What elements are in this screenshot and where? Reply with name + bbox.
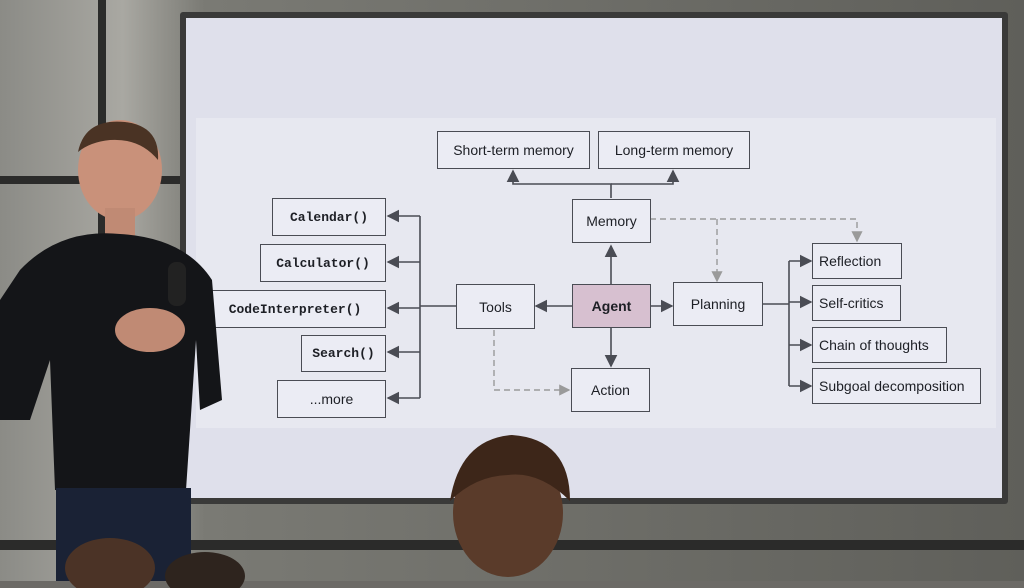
node-more: ...more xyxy=(277,380,386,418)
edge-dashed-memory-reflection xyxy=(650,218,863,243)
node-calendar: Calendar() xyxy=(272,198,386,236)
presenter-figure xyxy=(0,120,222,581)
node-calculator: Calculator() xyxy=(260,244,386,282)
node-chain-of-thoughts: Chain of thoughts xyxy=(812,327,947,363)
node-long-term-memory: Long-term memory xyxy=(598,131,750,169)
node-self-critics: Self-critics xyxy=(812,285,901,321)
node-reflection: Reflection xyxy=(812,243,902,279)
node-search: Search() xyxy=(301,335,386,372)
node-tools: Tools xyxy=(456,284,535,329)
node-memory: Memory xyxy=(572,199,651,243)
edge-memory-split xyxy=(506,169,612,198)
edge-dashed-tools-action xyxy=(493,330,571,396)
audience-head xyxy=(450,435,570,577)
audience-heads-left xyxy=(65,538,245,588)
node-code-interpreter: CodeInterpreter() xyxy=(204,290,386,328)
node-short-term-memory: Short-term memory xyxy=(437,131,590,169)
node-action: Action xyxy=(571,368,650,412)
node-subgoal-decomposition: Subgoal decomposition xyxy=(812,368,981,404)
edge-memory-long xyxy=(611,169,680,185)
node-agent: Agent xyxy=(572,284,651,328)
node-planning: Planning xyxy=(673,282,763,326)
